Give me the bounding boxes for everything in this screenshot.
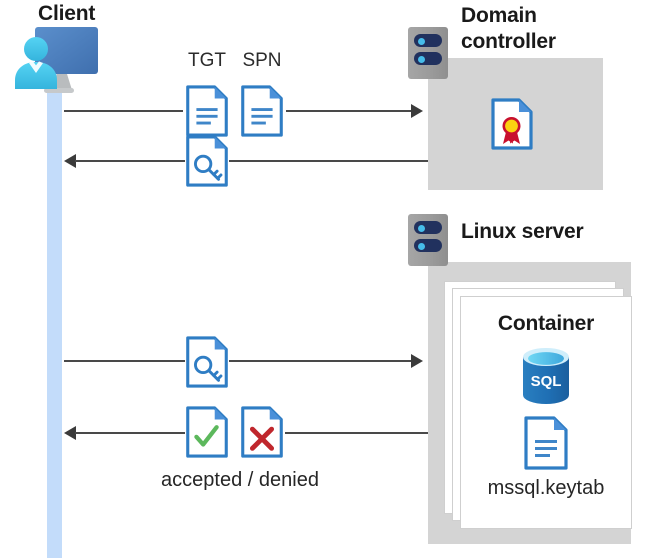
arrow-line-service-ticket-left xyxy=(75,160,185,162)
arrow-line-accepted-denied-left xyxy=(75,432,185,434)
client-monitor-user-icon xyxy=(10,24,102,96)
present-ticket-key-document-icon xyxy=(185,336,229,388)
domain-controller-title-line2: controller xyxy=(461,30,556,53)
arrow-line-present-ticket-left xyxy=(64,360,185,362)
arrow-line-present-ticket-right xyxy=(229,360,412,362)
container-card-front xyxy=(460,296,632,529)
certificate-icon xyxy=(491,98,533,150)
domain-controller-title-line1: Domain xyxy=(461,4,537,27)
accepted-denied-label: accepted / denied xyxy=(161,469,319,491)
spn-label: SPN xyxy=(242,50,282,71)
denied-document-icon xyxy=(240,406,284,458)
tgt-document-icon xyxy=(185,85,229,137)
arrow-line-service-ticket-right xyxy=(229,160,428,162)
spn-document-icon xyxy=(240,85,284,137)
arrow-line-tgt-spn-left xyxy=(64,110,183,112)
arrow-head-service-ticket xyxy=(64,154,76,168)
arrow-head-present-ticket xyxy=(411,354,423,368)
arrow-line-tgt-spn-right xyxy=(286,110,412,112)
tgt-label: TGT xyxy=(188,50,226,71)
service-ticket-key-document-icon xyxy=(185,135,229,187)
keytab-document-icon xyxy=(524,416,568,470)
client-lifeline xyxy=(47,62,62,558)
accepted-document-icon xyxy=(185,406,229,458)
sql-database-icon: SQL xyxy=(521,348,571,404)
sql-label: SQL xyxy=(531,373,562,390)
keytab-label: mssql.keytab xyxy=(487,477,605,499)
client-title: Client xyxy=(38,2,96,25)
arrow-head-accepted-denied xyxy=(64,426,76,440)
arrow-head-tgt-spn xyxy=(411,104,423,118)
linux-server-icon xyxy=(408,214,448,266)
domain-controller-title: Domain controller xyxy=(461,3,641,55)
linux-server-title: Linux server xyxy=(461,220,584,243)
container-title: Container xyxy=(497,312,595,335)
arrow-line-accepted-denied-right xyxy=(285,432,428,434)
domain-controller-server-icon xyxy=(408,27,448,79)
